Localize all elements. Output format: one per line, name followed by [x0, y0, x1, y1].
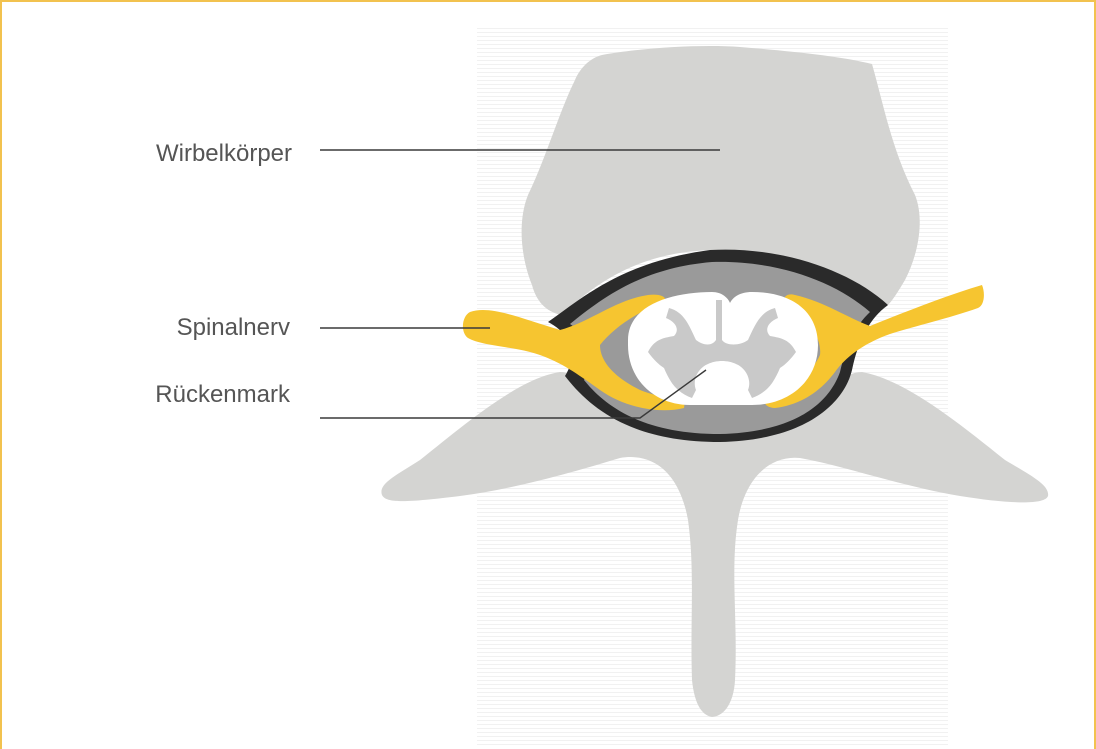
label-spinal-cord: Rückenmark — [155, 381, 290, 409]
label-vertebral-body: Wirbelkörper — [156, 140, 292, 168]
label-spinal-nerve: Spinalnerv — [177, 314, 290, 342]
